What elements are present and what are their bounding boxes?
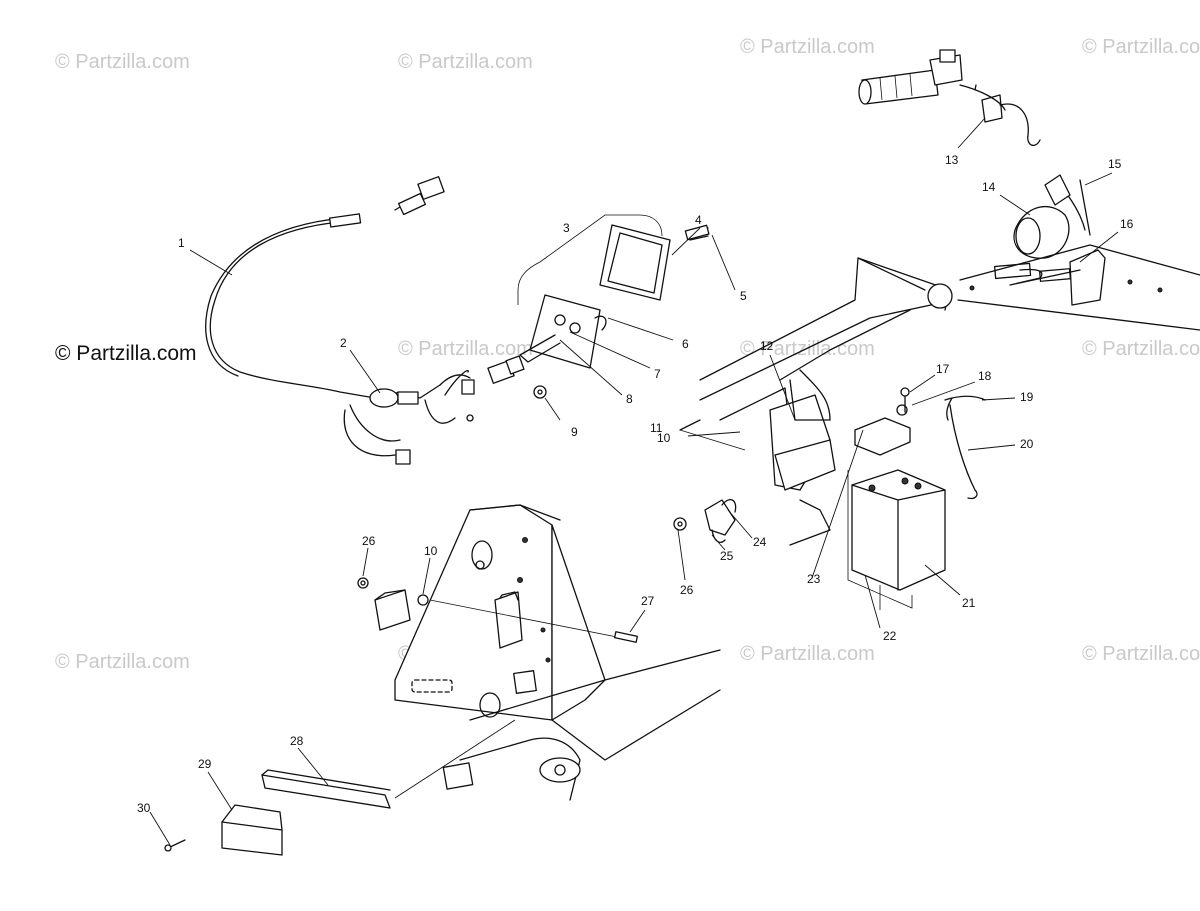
mount-panel bbox=[394, 504, 721, 801]
callout-26: 26 bbox=[680, 583, 694, 597]
callout-22: 22 bbox=[883, 629, 897, 643]
watermark: © Partzilla.com bbox=[1082, 338, 1200, 360]
tail-light-assembly bbox=[487, 214, 710, 399]
callout-11: 11 bbox=[650, 421, 663, 435]
watermark: © Partzilla.com bbox=[1082, 643, 1200, 665]
callout-21: 21 bbox=[962, 596, 976, 610]
callout-4: 4 bbox=[695, 213, 702, 227]
callout-16: 16 bbox=[1120, 217, 1134, 231]
callout-8: 8 bbox=[626, 392, 633, 406]
callout-10-left: 10 bbox=[424, 544, 438, 558]
callout-12: 12 bbox=[760, 339, 774, 353]
callout-15: 15 bbox=[1108, 157, 1122, 171]
watermark: © Partzilla.com bbox=[55, 51, 190, 73]
relay bbox=[673, 499, 737, 543]
rear-bracket bbox=[164, 769, 391, 856]
callout-14: 14 bbox=[982, 180, 996, 194]
callout-25: 25 bbox=[720, 549, 734, 563]
callout-7: 7 bbox=[654, 367, 661, 381]
callout-23: 23 bbox=[807, 572, 821, 586]
battery bbox=[847, 387, 986, 610]
watermark: © Partzilla.com bbox=[398, 51, 533, 73]
watermark: © Partzilla.com bbox=[740, 338, 875, 360]
callout-24: 24 bbox=[753, 535, 767, 549]
callout-10: 10 bbox=[657, 431, 671, 445]
horn bbox=[957, 174, 1200, 331]
callout-27: 27 bbox=[641, 594, 655, 608]
callout-9: 9 bbox=[571, 425, 578, 439]
callout-3: 3 bbox=[563, 221, 570, 235]
callout-13: 13 bbox=[945, 153, 959, 167]
callout-30: 30 bbox=[137, 801, 151, 815]
wiring-harness bbox=[205, 176, 475, 465]
callout-20: 20 bbox=[1020, 437, 1034, 451]
watermark: © Partzilla.com bbox=[55, 651, 190, 673]
callout-28: 28 bbox=[290, 734, 304, 748]
watermark: © Partzilla.com bbox=[740, 643, 875, 665]
callout-29: 29 bbox=[198, 757, 212, 771]
callout-19: 19 bbox=[1020, 390, 1034, 404]
cdi-module bbox=[357, 577, 639, 643]
watermark-primary: © Partzilla.com bbox=[55, 342, 197, 365]
callout-17: 17 bbox=[936, 362, 950, 376]
callout-labels: 1 2 3 4 5 6 7 8 9 10 11 12 13 14 15 16 1… bbox=[137, 153, 1134, 815]
callout-26-left: 26 bbox=[362, 534, 376, 548]
callout-6: 6 bbox=[682, 337, 689, 351]
handlebar-switch bbox=[858, 49, 1041, 147]
leader-lines bbox=[149, 117, 1119, 846]
callout-18: 18 bbox=[978, 369, 992, 383]
watermark: © Partzilla.com bbox=[740, 36, 875, 58]
frame bbox=[679, 257, 953, 546]
callout-5: 5 bbox=[740, 289, 747, 303]
callout-2: 2 bbox=[340, 336, 347, 350]
watermark: © Partzilla.com bbox=[1082, 36, 1200, 58]
callout-1: 1 bbox=[178, 236, 185, 250]
watermark: © Partzilla.com bbox=[398, 338, 533, 360]
